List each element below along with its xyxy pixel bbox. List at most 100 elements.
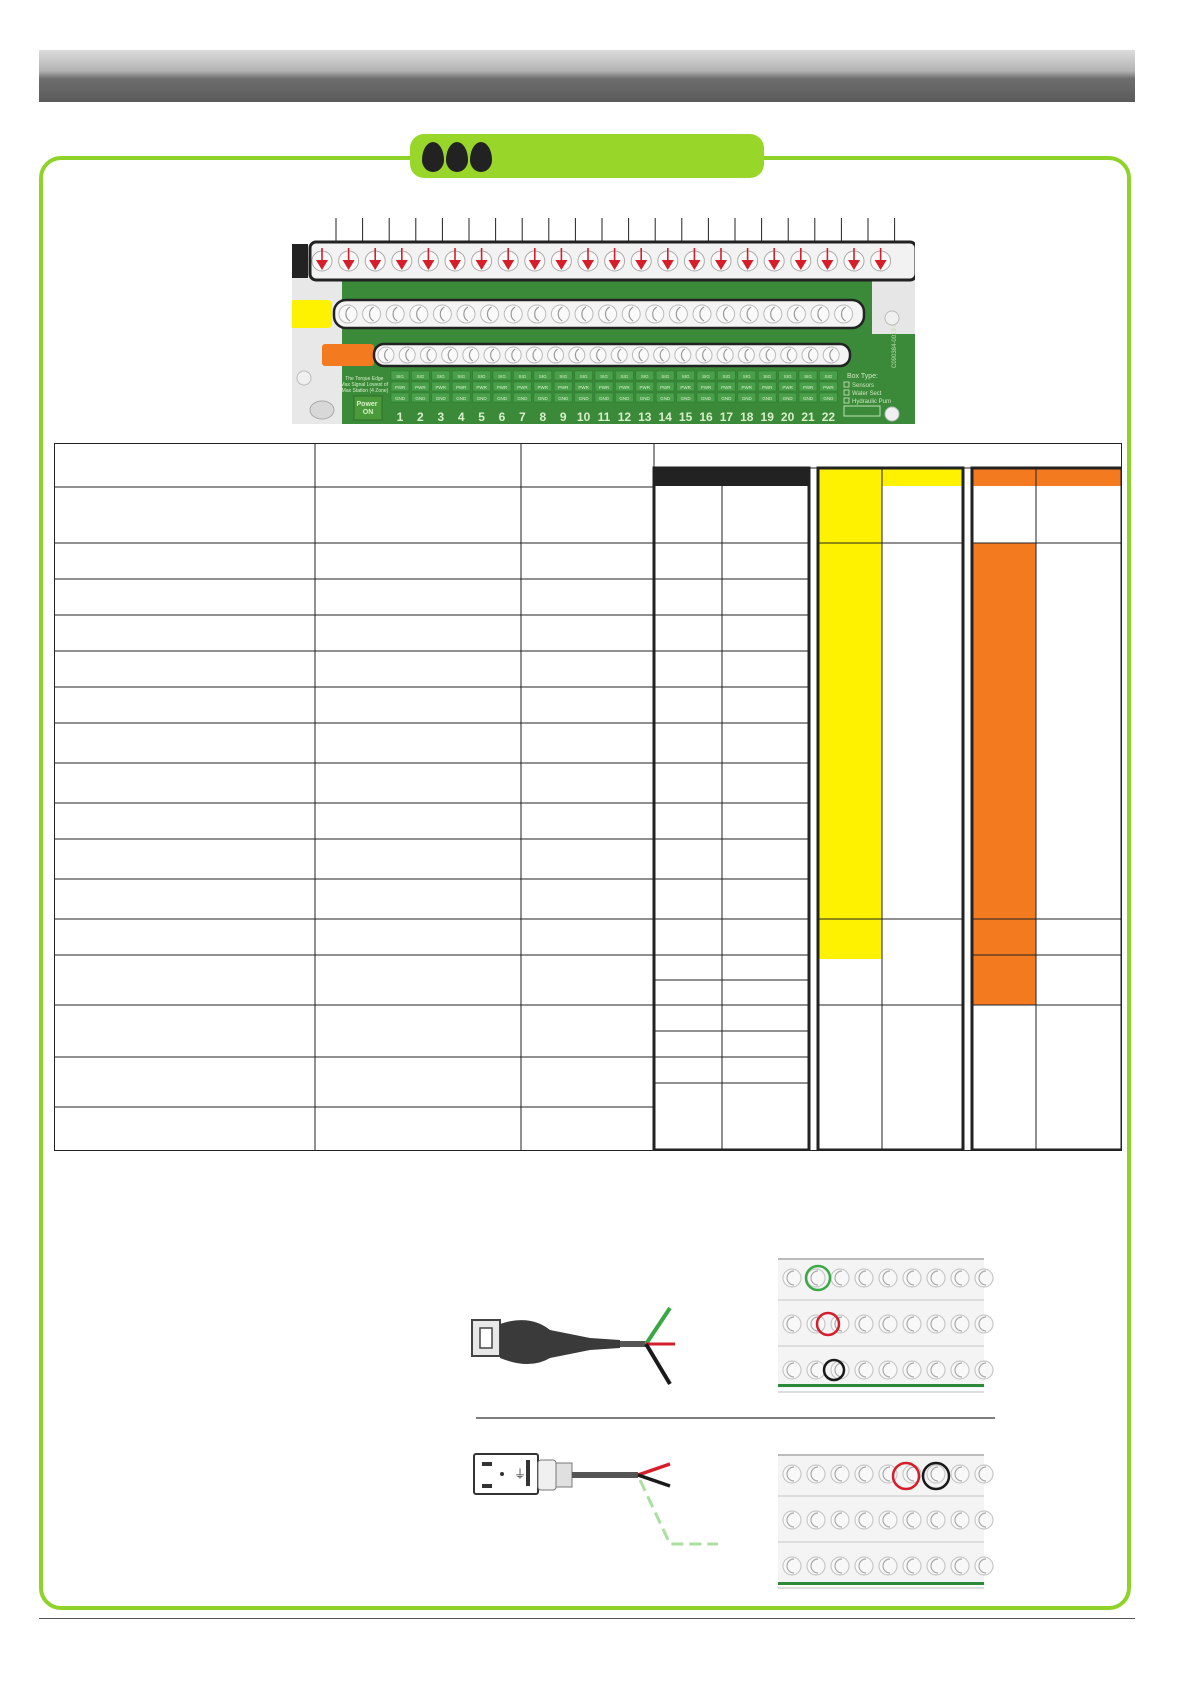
terminal-slot — [553, 348, 558, 362]
terminal-label: SIG — [804, 374, 812, 379]
terminal-circles-2 — [778, 1464, 994, 1589]
screw-terminal-icon — [631, 346, 649, 364]
station-cell — [655, 392, 675, 403]
terminal-label: GND — [783, 396, 794, 401]
station-cell — [533, 392, 553, 403]
orange-row-header — [972, 468, 1122, 486]
terminal-label: PWR — [742, 385, 753, 390]
svg-text:⏚: ⏚ — [514, 1467, 526, 1481]
terminal-label: GND — [599, 396, 610, 401]
terminal-slot — [954, 1362, 963, 1378]
terminal-slot — [817, 306, 823, 322]
station-cell — [696, 370, 716, 381]
terminal-slot — [746, 306, 752, 322]
screw-terminal-icon — [950, 1314, 970, 1334]
terminal-slot — [930, 1558, 939, 1574]
screw-terminal-icon — [806, 1556, 826, 1576]
terminal-slot — [722, 306, 728, 322]
screw-terminal-icon — [950, 1556, 970, 1576]
screw-terminal-icon — [854, 1464, 874, 1484]
station-cell — [778, 392, 797, 403]
terminal-label: SIG — [539, 374, 547, 379]
station-cell — [819, 370, 838, 381]
terminal-label: SIG — [825, 374, 833, 379]
station-cell — [676, 381, 695, 392]
terminal-slot — [557, 306, 563, 322]
terminal-label: GND — [497, 396, 508, 401]
mounting-hole — [296, 370, 312, 386]
station-cell — [390, 370, 410, 381]
terminal-slot — [810, 1270, 819, 1286]
terminal-slot — [906, 1558, 915, 1574]
station-cell — [778, 381, 797, 392]
screw-terminal-icon — [806, 1464, 826, 1484]
station-cell — [737, 370, 757, 381]
board-product-line-1: The Torque Edge — [345, 376, 383, 382]
station-cell — [472, 392, 491, 403]
screw-terminal-icon — [902, 1360, 922, 1380]
terminal-slot — [882, 1270, 891, 1286]
terminal-slot — [702, 348, 707, 362]
down-arrow-head — [395, 260, 408, 270]
screw-terminal-icon — [974, 1268, 994, 1288]
terminal-label: SIG — [621, 374, 629, 379]
screw-terminal-icon — [926, 1556, 946, 1576]
terminal-label: SIG — [437, 374, 445, 379]
spec-table — [54, 443, 1122, 1151]
terminal-slot — [786, 1362, 795, 1378]
terminal-slot — [532, 348, 537, 362]
terminal-slot — [906, 1512, 915, 1528]
terminal-label: PWR — [640, 385, 651, 390]
terminal-slot — [581, 306, 587, 322]
station-cell — [798, 370, 818, 381]
station-cell — [390, 392, 410, 403]
board-product-line-3: Max Station (4 Zone) — [342, 388, 389, 394]
yellow-row-label — [292, 300, 332, 328]
black-row-terminals — [311, 248, 892, 272]
station-cell — [533, 370, 553, 381]
terminal-slot — [978, 1362, 987, 1378]
screw-terminal-icon — [974, 1360, 994, 1380]
terminal-slot — [954, 1270, 963, 1286]
down-arrow-head — [848, 260, 860, 270]
terminal-slot — [834, 1270, 843, 1286]
terminal-slot — [786, 1316, 795, 1332]
sensor-connector-icon — [471, 1319, 620, 1364]
terminal-slot — [574, 348, 580, 362]
terminal-slot — [882, 1466, 891, 1482]
station-cell — [431, 392, 451, 403]
terminal-slot — [840, 306, 846, 322]
terminal-slot — [810, 1558, 819, 1574]
screw-terminal-icon — [950, 1360, 970, 1380]
station-cell — [513, 370, 532, 381]
station-cell — [757, 381, 777, 392]
screw-terminal-icon — [854, 1510, 874, 1530]
screw-terminal-icon — [926, 1314, 946, 1334]
station-cell — [696, 392, 716, 403]
terminal-slot — [858, 1558, 867, 1574]
green-wire-terminal-highlight — [804, 1264, 832, 1292]
terminal-label: PWR — [782, 385, 793, 390]
station-cell — [696, 381, 716, 392]
terminal-slot — [810, 1466, 819, 1482]
terminal-slot — [930, 1316, 939, 1332]
terminal-label: GND — [640, 396, 651, 401]
power-label-box — [353, 395, 383, 421]
terminal-label: GND — [803, 396, 814, 401]
screw-terminal-icon — [878, 1314, 898, 1334]
power-switch — [309, 400, 335, 420]
screw-terminal-icon — [621, 304, 641, 324]
down-arrow-head — [768, 260, 781, 270]
terminal-slot — [930, 1512, 939, 1528]
terminal-label: PWR — [599, 385, 610, 390]
station-cell — [717, 370, 736, 381]
screw-terminal-icon — [830, 1556, 850, 1576]
terminal-label: GND — [660, 396, 671, 401]
screw-terminal-icon — [362, 304, 382, 324]
down-arrow-head — [608, 260, 621, 270]
terminal-label: GND — [619, 396, 630, 401]
terminal-label: SIG — [417, 374, 425, 379]
terminal-label: SIG — [600, 374, 608, 379]
station-cell — [615, 370, 634, 381]
screw-terminal-icon — [902, 1314, 922, 1334]
